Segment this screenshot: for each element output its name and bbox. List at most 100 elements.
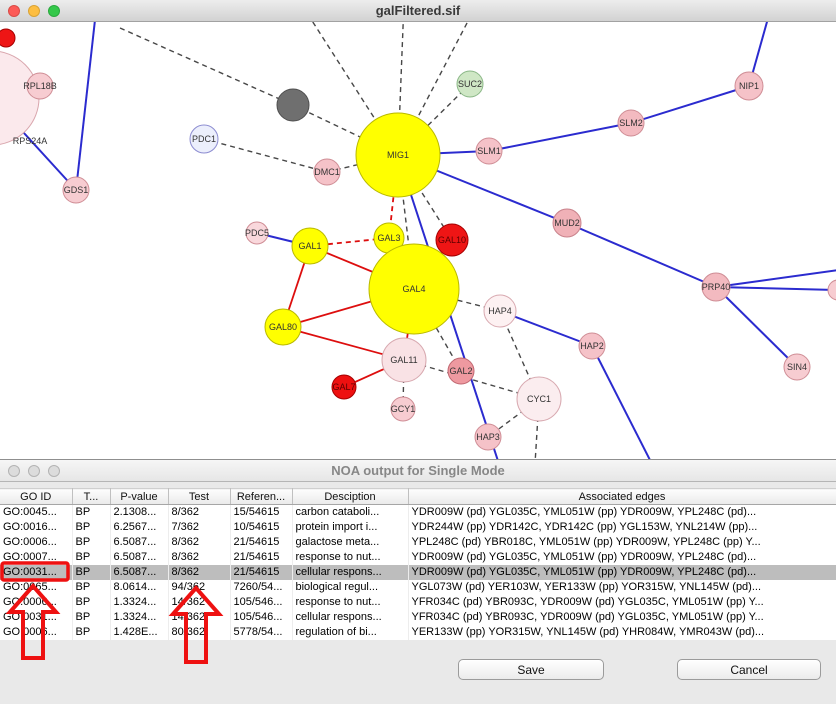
table-cell[interactable]: GO:0065... (0, 580, 73, 595)
table-cell[interactable]: 6.2567... (110, 520, 169, 535)
column-header[interactable]: Referen... (230, 488, 293, 505)
table-cell[interactable]: BP (72, 520, 111, 535)
table-cell[interactable]: 7260/54... (230, 580, 293, 595)
graph-node-GCY1[interactable] (390, 396, 416, 422)
table-cell[interactable]: 7/362 (168, 520, 231, 535)
graph-edge[interactable] (715, 286, 836, 291)
graph-window-titlebar[interactable]: galFiltered.sif (0, 0, 836, 22)
table-cell[interactable]: 21/54615 (230, 550, 293, 565)
table-cell[interactable]: BP (72, 625, 111, 640)
graph-edge[interactable] (715, 286, 798, 368)
graph-node-GAL2[interactable] (447, 357, 475, 385)
column-header[interactable]: P-value (110, 488, 169, 505)
table-cell[interactable]: BP (72, 580, 111, 595)
table-cell[interactable]: 8.0614... (110, 580, 169, 595)
table-cell[interactable]: BP (72, 550, 111, 565)
table-cell[interactable]: response to nut... (292, 595, 409, 610)
graph-node-GAL4[interactable] (368, 243, 460, 335)
table-cell[interactable]: cellular respons... (292, 610, 409, 625)
table-cell[interactable]: GO:0016... (0, 520, 73, 535)
graph-node-CYC1[interactable] (516, 376, 562, 422)
table-cell[interactable]: 10/54615 (230, 520, 293, 535)
table-cell[interactable]: 1.3324... (110, 610, 169, 625)
cancel-button[interactable]: Cancel (677, 659, 821, 680)
table-cell[interactable]: carbon cataboli... (292, 504, 409, 520)
table-cell[interactable]: YFR034C (pd) YBR093C, YDR009W (pd) YGL03… (408, 610, 836, 625)
table-cell[interactable]: GO:0031... (0, 565, 73, 580)
table-cell[interactable]: 14/362 (168, 595, 231, 610)
close-button[interactable] (8, 465, 20, 477)
table-cell[interactable]: 8/362 (168, 504, 231, 520)
graph-node-dark-node[interactable] (276, 88, 310, 122)
table-cell[interactable]: galactose meta... (292, 535, 409, 550)
table-cell[interactable]: BP (72, 565, 111, 580)
minimize-button[interactable] (28, 5, 40, 17)
graph-edge[interactable] (119, 27, 294, 106)
table-cell[interactable]: 8/362 (168, 550, 231, 565)
graph-node-NIP1[interactable] (734, 71, 764, 101)
table-cell[interactable]: 14/362 (168, 610, 231, 625)
minimize-button[interactable] (28, 465, 40, 477)
table-cell[interactable]: 6.5087... (110, 535, 169, 550)
graph-edge[interactable] (488, 122, 632, 152)
graph-edge[interactable] (499, 310, 540, 400)
graph-node-GAL10[interactable] (435, 223, 469, 257)
graph-edge[interactable] (397, 154, 453, 241)
close-button[interactable] (8, 5, 20, 17)
table-cell[interactable]: 21/54615 (230, 535, 293, 550)
graph-node-GAL1[interactable] (291, 227, 329, 265)
graph-node-HAP4[interactable] (483, 294, 517, 328)
table-cell[interactable]: response to nut... (292, 550, 409, 565)
graph-edge[interactable] (566, 222, 717, 288)
table-cell[interactable]: GO:0006... (0, 595, 73, 610)
noa-window-titlebar[interactable]: NOA output for Single Mode (0, 460, 836, 482)
table-cell[interactable]: YPL248C (pd) YBR018C, YML051W (pp) YDR00… (408, 535, 836, 550)
graph-edge[interactable] (413, 288, 462, 372)
table-cell[interactable]: GO:0031... (0, 610, 73, 625)
table-cell[interactable]: 5778/54... (230, 625, 293, 640)
graph-node-DMC1[interactable] (313, 158, 341, 186)
table-cell[interactable]: regulation of bi... (292, 625, 409, 640)
table-cell[interactable]: GO:0006... (0, 625, 73, 640)
table-cell[interactable]: protein import i... (292, 520, 409, 535)
graph-edge[interactable] (75, 22, 97, 191)
table-cell[interactable]: 80/362 (168, 625, 231, 640)
table-cell[interactable]: GO:0007... (0, 550, 73, 565)
table-cell[interactable]: 8/362 (168, 565, 231, 580)
graph-node-SLM2[interactable] (617, 109, 645, 137)
column-header[interactable]: GO ID (0, 488, 73, 505)
table-cell[interactable]: BP (72, 595, 111, 610)
graph-node-PDC5[interactable] (245, 221, 269, 245)
zoom-button[interactable] (48, 465, 60, 477)
table-cell[interactable]: 6.5087... (110, 550, 169, 565)
graph-node-GDS1[interactable] (62, 176, 90, 204)
table-cell[interactable]: 15/54615 (230, 504, 293, 520)
table-cell[interactable]: YDR009W (pd) YGL035C, YML051W (pp) YDR00… (408, 565, 836, 580)
graph-node-MUD2[interactable] (552, 208, 582, 238)
table-cell[interactable]: 6.5087... (110, 565, 169, 580)
table-cell[interactable]: BP (72, 610, 111, 625)
graph-edge[interactable] (591, 345, 652, 459)
table-cell[interactable]: YDR009W (pd) YGL035C, YML051W (pp) YDR00… (408, 504, 836, 520)
table-cell[interactable]: GO:0045... (0, 504, 73, 520)
table-cell[interactable]: 2.1308... (110, 504, 169, 520)
save-button[interactable]: Save (458, 659, 604, 680)
graph-node-right-edge-node[interactable] (827, 279, 836, 301)
table-cell[interactable]: YGL073W (pd) YER103W, YER133W (pp) YOR31… (408, 580, 836, 595)
graph-edge[interactable] (292, 104, 399, 156)
graph-node-HAP3[interactable] (474, 423, 502, 451)
table-cell[interactable]: 105/546... (230, 595, 293, 610)
graph-node-GAL7[interactable] (331, 374, 357, 400)
graph-edge[interactable] (630, 85, 750, 124)
column-header[interactable]: Associated edges (408, 488, 836, 505)
table-cell[interactable]: 105/546... (230, 610, 293, 625)
column-header[interactable]: Test (168, 488, 231, 505)
graph-node-RPL18B[interactable] (26, 72, 54, 100)
table-cell[interactable]: biological regul... (292, 580, 409, 595)
